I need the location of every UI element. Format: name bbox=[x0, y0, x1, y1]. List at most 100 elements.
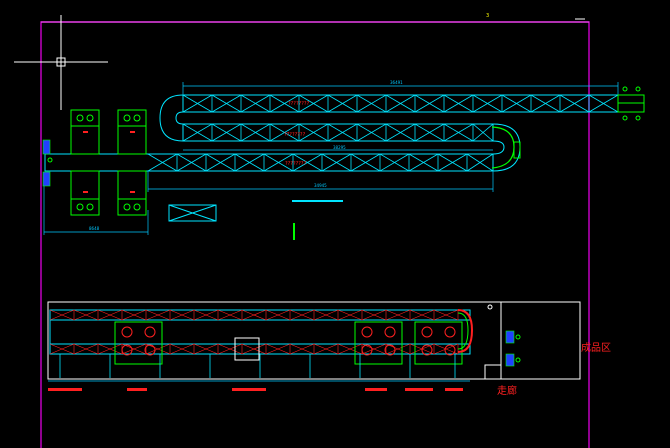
red-dimension-mark bbox=[232, 388, 266, 391]
red-dimension-mark bbox=[48, 388, 82, 391]
truss-member bbox=[49, 309, 75, 321]
left-blue-box-top bbox=[42, 139, 51, 155]
truss-member bbox=[443, 94, 474, 113]
truss-mid-belt bbox=[182, 123, 494, 142]
left-node bbox=[47, 157, 53, 163]
truss-member bbox=[240, 94, 271, 113]
truss-member bbox=[501, 94, 532, 113]
belt-label-2: ???????? bbox=[284, 132, 306, 138]
bottom-red-marks bbox=[48, 380, 470, 391]
truss-member bbox=[472, 123, 494, 142]
truss-member bbox=[466, 153, 494, 172]
tiny-mark: 3 bbox=[486, 13, 489, 19]
red-dimension-mark bbox=[365, 388, 387, 391]
truss-member bbox=[265, 343, 291, 355]
label-product-area: 成品区 bbox=[581, 342, 611, 354]
end-markers-green bbox=[617, 86, 645, 121]
truss-member bbox=[408, 153, 439, 172]
truss-member bbox=[182, 94, 213, 113]
truss-member bbox=[350, 153, 381, 172]
red-dimension-mark bbox=[445, 388, 463, 391]
truss-member bbox=[265, 309, 291, 321]
truss-member bbox=[240, 123, 271, 142]
machine-wheels bbox=[121, 326, 456, 356]
truss-member bbox=[433, 309, 459, 321]
label-corridor: 走廊 bbox=[497, 384, 517, 397]
elevation-turn-green bbox=[457, 312, 469, 350]
truss-member bbox=[269, 123, 300, 142]
truss-member bbox=[414, 123, 445, 142]
elevation-frame bbox=[47, 301, 581, 380]
truss-member bbox=[356, 123, 387, 142]
truss-member bbox=[147, 153, 178, 172]
truss-member bbox=[97, 343, 123, 355]
truss-member bbox=[49, 343, 75, 355]
elevation-machines bbox=[114, 321, 463, 365]
truss-member bbox=[263, 153, 294, 172]
truss-member bbox=[73, 309, 99, 321]
truss-member bbox=[327, 123, 358, 142]
truss-member bbox=[472, 94, 503, 113]
truss-member bbox=[97, 309, 123, 321]
truss-member bbox=[443, 123, 474, 142]
truss-member bbox=[193, 343, 219, 355]
truss-member bbox=[217, 343, 243, 355]
truss-member bbox=[145, 309, 171, 321]
truss-member bbox=[241, 343, 267, 355]
truss-member bbox=[73, 343, 99, 355]
truss-member bbox=[292, 153, 323, 172]
truss-member bbox=[169, 309, 195, 321]
truss-member bbox=[313, 343, 339, 355]
truss-member bbox=[433, 343, 459, 355]
truss-member bbox=[298, 123, 329, 142]
truss-member bbox=[409, 309, 435, 321]
right-blue-box-top bbox=[505, 330, 515, 344]
truss-member bbox=[385, 94, 416, 113]
dim-mid: 38295 bbox=[333, 145, 346, 150]
truss-member bbox=[193, 309, 219, 321]
truss-member bbox=[313, 309, 339, 321]
dim-left-block: 8648 bbox=[89, 226, 100, 231]
truss-member bbox=[234, 153, 265, 172]
red-dimension-mark bbox=[127, 388, 147, 391]
truss-member bbox=[217, 309, 243, 321]
truss-member bbox=[169, 343, 195, 355]
red-dimension-mark bbox=[405, 388, 433, 391]
right-node-top bbox=[515, 334, 521, 340]
truss-member bbox=[337, 343, 363, 355]
turn-guide-green bbox=[491, 126, 515, 169]
left-equipment-red-marks bbox=[83, 131, 135, 193]
truss-member bbox=[385, 309, 411, 321]
truss-member bbox=[121, 343, 147, 355]
belt-label-1: ???????? bbox=[288, 101, 310, 107]
dim-top: 36491 bbox=[390, 80, 403, 85]
truss-member bbox=[182, 123, 213, 142]
door-marks bbox=[484, 304, 502, 380]
truss-member bbox=[289, 309, 315, 321]
truss-member bbox=[385, 123, 416, 142]
truss-member bbox=[289, 343, 315, 355]
truss-member bbox=[385, 343, 411, 355]
cross-box bbox=[168, 204, 217, 222]
elevation-turn-red bbox=[457, 309, 474, 353]
truss-member bbox=[361, 309, 387, 321]
truss-member bbox=[356, 94, 387, 113]
truss-member bbox=[414, 94, 445, 113]
turn-sensor bbox=[513, 141, 521, 159]
left-equipment bbox=[70, 109, 147, 216]
elevation-legs bbox=[59, 354, 456, 378]
left-blue-box-bottom bbox=[42, 171, 51, 187]
dim-lower: 34945 bbox=[314, 183, 327, 188]
truss-member bbox=[337, 309, 363, 321]
truss-member bbox=[298, 94, 329, 113]
truss-member bbox=[321, 153, 352, 172]
truss-member bbox=[437, 153, 468, 172]
truss-member bbox=[327, 94, 358, 113]
truss-member bbox=[588, 94, 619, 113]
truss-member bbox=[205, 153, 236, 172]
truss-member bbox=[145, 343, 171, 355]
truss-member bbox=[121, 309, 147, 321]
elevation-conveyor bbox=[49, 309, 471, 355]
belt-label-3: ???????? bbox=[285, 161, 307, 167]
